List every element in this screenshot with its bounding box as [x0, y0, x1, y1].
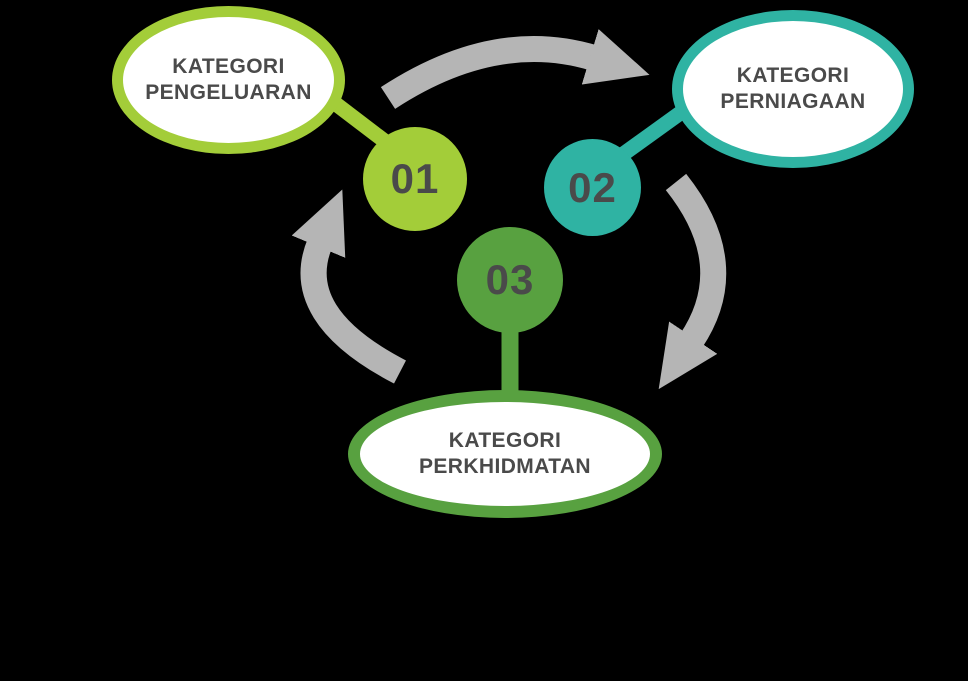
number-badge-02-text: 02 — [568, 163, 617, 211]
node-perniagaan-label-line2: PERNIAGAAN — [720, 90, 866, 113]
cycle-arrow-left-icon — [291, 189, 407, 384]
node-pengeluaran: KATEGORI PENGELUARAN — [112, 6, 345, 154]
number-badge-01: 01 — [363, 127, 467, 231]
cycle-arrow-top-icon — [380, 29, 650, 109]
node-perniagaan: KATEGORI PERNIAGAAN — [672, 10, 914, 168]
node-perkhidmatan-label-line2: PERKHIDMATAN — [418, 455, 591, 478]
node-pengeluaran-label-line2: PENGELUARAN — [145, 81, 312, 104]
node-perniagaan-label: KATEGORI PERNIAGAAN — [720, 63, 865, 116]
node-perkhidmatan: KATEGORI PERKHIDMATAN — [348, 390, 662, 518]
cycle-arrow-right-icon — [658, 173, 727, 390]
number-badge-03-text: 03 — [485, 256, 535, 303]
number-badge-01-text: 01 — [390, 155, 440, 202]
node-perniagaan-label-line1: KATEGORI — [736, 63, 850, 87]
node-pengeluaran-label: KATEGORI PENGELUARAN — [145, 54, 312, 107]
node-pengeluaran-label-line1: KATEGORI — [172, 54, 285, 78]
node-perkhidmatan-label-line1: KATEGORI — [448, 428, 562, 452]
node-perkhidmatan-label: KATEGORI PERKHIDMATAN — [419, 428, 591, 481]
number-badge-03: 03 — [457, 227, 563, 333]
number-badge-02: 02 — [544, 139, 641, 236]
